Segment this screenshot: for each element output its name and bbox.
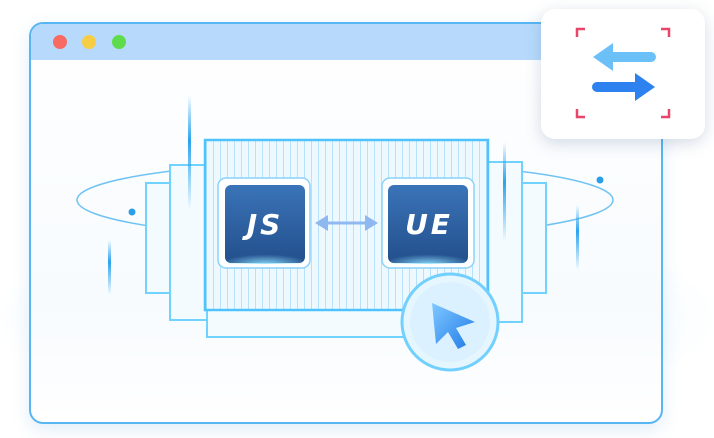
js-chip: JS [217, 177, 311, 269]
swap-card-graphic [575, 27, 671, 119]
ue-chip: UE [381, 177, 475, 269]
double-arrow-icon [315, 215, 378, 231]
cursor-badge[interactable] [400, 272, 500, 372]
cursor-arrow-icon [432, 303, 475, 349]
swap-arrows-icon [592, 43, 656, 101]
focus-frame [575, 27, 671, 119]
minimize-dot [82, 35, 96, 49]
ue-chip-label: UE [405, 208, 453, 241]
light-beams [108, 95, 579, 295]
maximize-dot [112, 35, 126, 49]
js-chip-label: JS [242, 208, 284, 241]
swap-card[interactable] [541, 9, 705, 139]
close-dot [53, 35, 67, 49]
